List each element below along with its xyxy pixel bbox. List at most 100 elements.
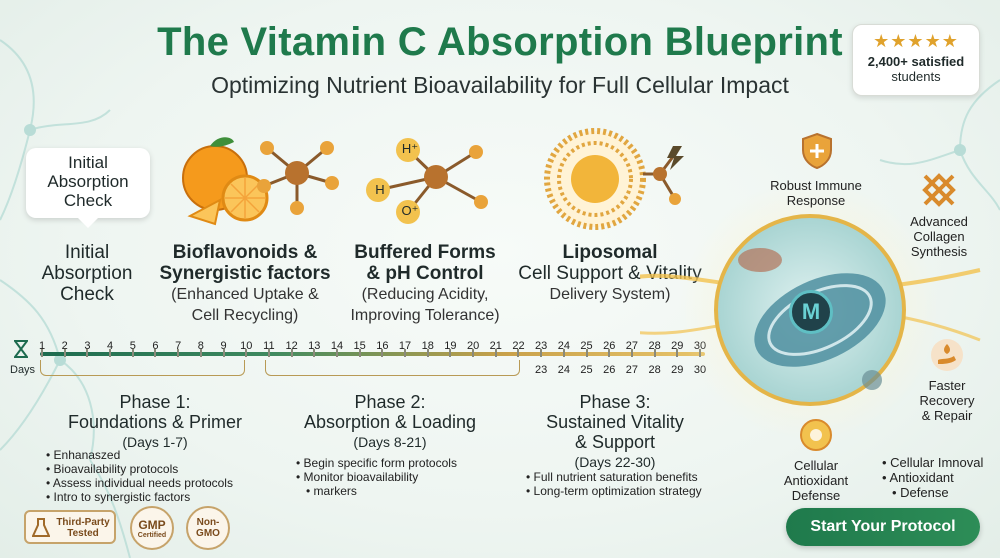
badge-gmp-line-1: GMP [138, 518, 166, 532]
timeline-day-label: 17 [398, 340, 412, 352]
cell-extra-bullets: Cellular Imnoval Antioxidant Defense [882, 455, 992, 500]
buffered-molecule-icon [366, 138, 488, 224]
timeline-tick [676, 349, 679, 357]
phase-1-bullet: Enhanaszed [46, 448, 276, 462]
timeline-tick [86, 349, 89, 357]
page-subtitle: Optimizing Nutrient Bioavailability for … [211, 72, 789, 98]
timeline-day-label: 22 [512, 340, 525, 352]
phase-3-days: (Days 22-30) [574, 454, 656, 470]
column-2-sub-2: Cell Recycling) [191, 307, 299, 324]
phase-2-bullets: Begin specific form protocols Monitor bi… [296, 456, 496, 498]
column-3-title-2: & pH Control [366, 263, 484, 284]
timeline-day-label-repeat: 24 [557, 364, 570, 376]
benefit-collagen-line-3: Synthesis [910, 244, 968, 259]
timeline-tick [109, 349, 112, 357]
timeline-day-label: 20 [466, 340, 480, 352]
timeline-tick [290, 349, 293, 357]
start-protocol-button[interactable]: Start Your Protocol [786, 508, 980, 546]
phase-1-days: (Days 1-7) [122, 434, 188, 450]
column-liposomal: Liposomal Cell Support & Vitality Delive… [505, 242, 715, 305]
liposome-icon [544, 128, 684, 230]
column-buffered-forms: Buffered Forms & pH Control (Reducing Ac… [335, 242, 515, 326]
timeline-day-label: 24 [557, 340, 570, 352]
timeline-tick [449, 349, 452, 357]
phase-2-title-2: Absorption & Loading [303, 412, 477, 432]
badge-non-gmo-line-1: Non- [196, 517, 220, 528]
benefit-recovery-line-3: & Repair [921, 408, 973, 423]
timeline-tick [562, 349, 565, 357]
column-3-sub-1: (Reducing Acidity, [361, 286, 489, 303]
phase-1-bracket [40, 360, 245, 376]
timeline-tick [540, 349, 543, 357]
timeline-tick [41, 349, 43, 357]
column-1-line-3: Check [60, 284, 114, 305]
badge-gmp: GMP Certified [130, 506, 174, 550]
timeline-tick [426, 349, 429, 357]
timeline-tick [517, 349, 520, 357]
phase-2: Phase 2: Absorption & Loading (Days 8-21… [280, 392, 500, 450]
timeline-day-label: 12 [285, 340, 298, 352]
column-2-title-1: Bioflavonoids & [172, 242, 318, 263]
timeline-day-label-repeat: 25 [580, 364, 593, 376]
timeline-tick [608, 349, 611, 357]
bubble-line-1: Initial [68, 153, 108, 172]
timeline-day-label: 18 [421, 340, 434, 352]
timeline-day-label: 26 [603, 340, 616, 352]
benefit-recovery: Faster Recovery & Repair [904, 378, 990, 423]
benefit-immune-line-1: Robust Immune [770, 178, 862, 193]
star-rating-icon: ★★★★★ [873, 31, 959, 51]
timeline-day-label: 7 [175, 340, 182, 352]
molecule-icon-1 [257, 141, 339, 215]
rating-card: ★★★★★ 2,400+ satisfied students [852, 24, 980, 96]
timeline-day-label-repeat: 28 [648, 364, 661, 376]
initial-check-bubble: Initial Absorption Check [26, 148, 150, 228]
phase-2-title-1: Phase 2: [354, 392, 426, 412]
column-initial-check: Initial Absorption Check [22, 242, 152, 305]
benefit-collagen-line-2: Collagen [913, 229, 965, 244]
benefit-recovery-line-2: Recovery [919, 393, 975, 408]
timeline-day-label: 4 [107, 340, 114, 352]
timeline-day-label: 28 [648, 340, 661, 352]
phase-3-bullet: Full nutrient saturation benefits [526, 470, 726, 484]
column-1-line-1: Initial [64, 242, 110, 263]
phase-1: Phase 1: Foundations & Primer (Days 1-7) [40, 392, 270, 450]
neuron-decoration-left [0, 39, 131, 558]
phase-2-bullet: Monitor bioavailability [296, 470, 496, 484]
cell-logo-icon: M [789, 290, 833, 334]
column-1-line-2: Absorption [41, 263, 133, 284]
timeline-day-label: 8 [197, 340, 204, 352]
timeline-tick [154, 349, 157, 357]
timeline-day-label: 19 [444, 340, 457, 352]
timeline-day-label-repeat: 29 [671, 364, 684, 376]
cell-extra-bullet: Cellular Imnoval [882, 455, 992, 470]
flask-icon [32, 518, 50, 537]
rating-count: 2,400+ satisfied [867, 54, 965, 69]
column-4-title-2: Cell Support & Vitality [518, 263, 702, 284]
column-bioflavonoids: Bioflavonoids & Synergistic factors (Enh… [150, 242, 340, 326]
phase-1-bullet: Assess individual needs protocols [46, 476, 276, 490]
badge-third-party: Third-Party Tested [24, 510, 116, 544]
timeline-tick [630, 349, 633, 357]
benefit-antioxidant-line-2: Antioxidant [783, 473, 849, 488]
label-h-plus: H⁺ [401, 141, 419, 156]
timeline-day-label: 1 [38, 340, 46, 352]
label-o-plus: O⁺ [401, 203, 419, 218]
column-4-title-1: Liposomal [562, 242, 658, 263]
timeline-day-label: 11 [263, 340, 275, 352]
phase-3-title-1: Phase 3: [579, 392, 651, 412]
timeline-day-label: 23 [535, 340, 548, 352]
timeline-day-label: 2 [61, 340, 68, 352]
column-3-sub-2: Improving Tolerance) [350, 307, 500, 324]
timeline-tick [177, 349, 180, 357]
rating-label: students [891, 69, 941, 84]
bubble-line-2: Absorption [47, 172, 129, 191]
phase-1-title-2: Foundations & Primer [67, 412, 243, 432]
column-2-sub-1: (Enhanced Uptake & [171, 286, 319, 303]
timeline-tick [381, 349, 384, 357]
benefit-antioxidant: Cellular Antioxidant Defense [770, 458, 862, 503]
timeline-bar [40, 352, 705, 356]
badge-non-gmo-line-2: GMO [196, 528, 220, 539]
phase-3-title-3: & Support [574, 432, 656, 452]
timeline-tick [222, 349, 225, 357]
benefit-antioxidant-line-1: Cellular [793, 458, 839, 473]
